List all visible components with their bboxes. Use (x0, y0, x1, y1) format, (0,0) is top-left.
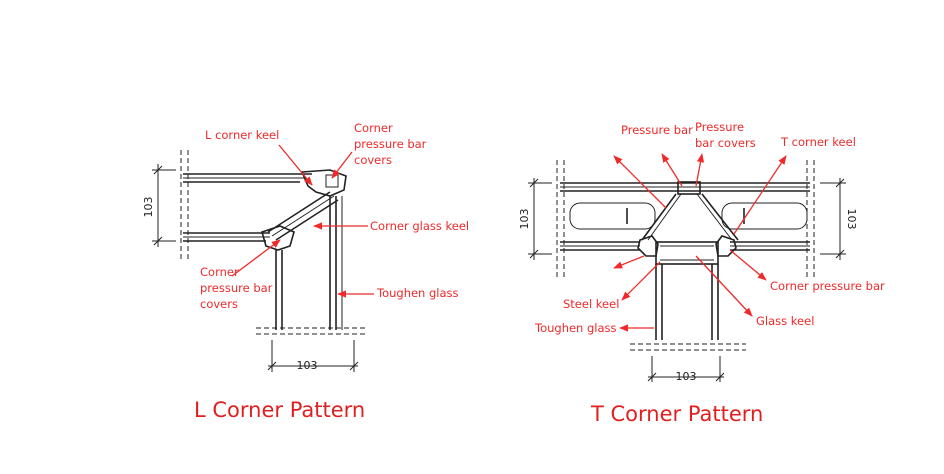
l-dim-vertical: 103 (142, 197, 155, 218)
label-l-toughen-glass: Toughen glass (376, 286, 459, 300)
t-corner-drawing (528, 160, 846, 382)
label-corner-pressure-bar: Corner pressure bar (770, 279, 885, 293)
l-pattern-title: L Corner Pattern (194, 398, 365, 422)
label-steel-keel: Steel keel (563, 297, 619, 311)
label-pressure-bar-covers: Pressure bar covers (695, 120, 756, 150)
label-corner-glass-keel: Corner glass keel (370, 219, 469, 233)
t-dim-left: 103 (518, 209, 531, 230)
l-corner-drawing (152, 150, 368, 372)
label-pressure-bar: Pressure bar (621, 123, 693, 137)
l-annotations (231, 144, 374, 298)
t-pattern-title: T Corner Pattern (590, 402, 763, 426)
t-dim-right: 103 (845, 209, 858, 230)
l-dim-horizontal: 103 (297, 359, 318, 372)
label-l-corner-keel: L corner keel (205, 128, 279, 142)
label-t-corner-keel: T corner keel (780, 135, 856, 149)
t-annotations (613, 153, 787, 332)
label-corner-cover-top: Corner pressure bar covers (354, 121, 430, 167)
label-corner-cover-bottom: Corner pressure bar covers (200, 265, 276, 311)
label-glass-keel: Glass keel (756, 314, 814, 328)
t-dim-bottom: 103 (676, 370, 697, 383)
label-t-toughen-glass: Toughen glass (534, 321, 617, 335)
